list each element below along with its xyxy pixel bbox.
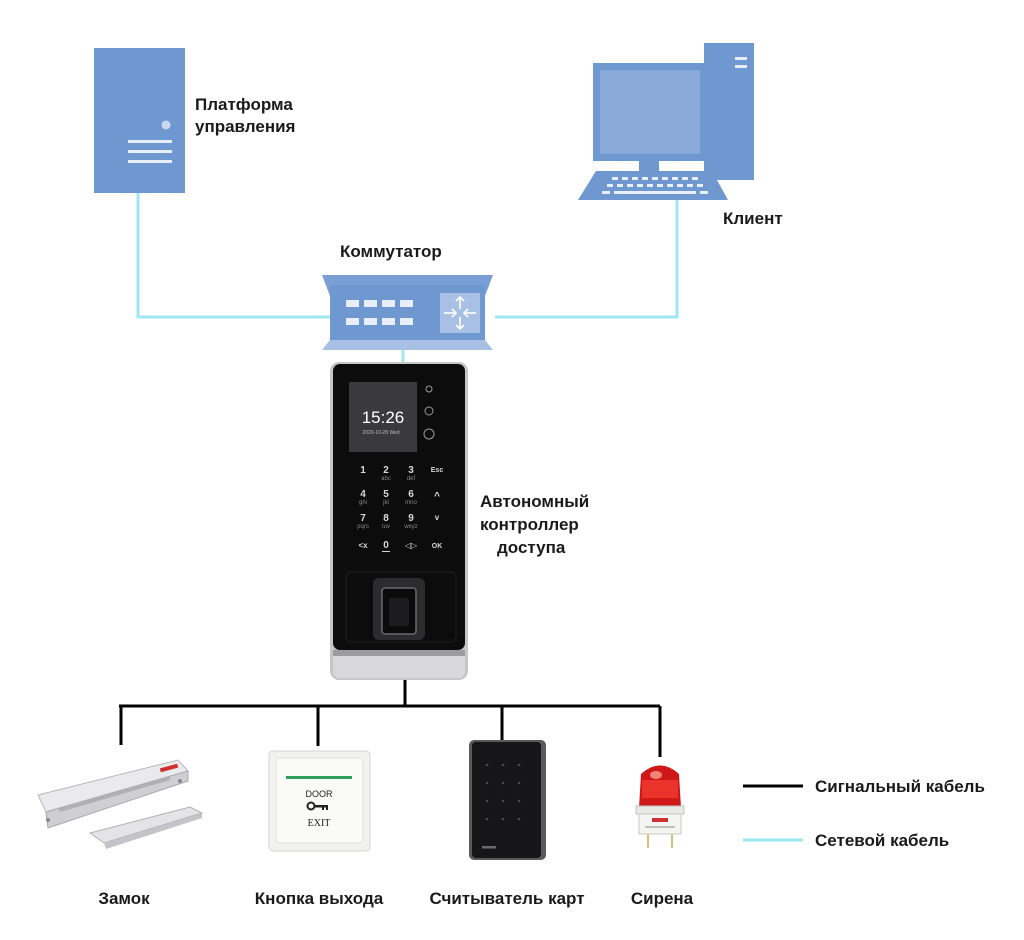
key-5: 5 bbox=[383, 489, 389, 500]
key-7: 7 bbox=[360, 513, 366, 524]
controller-label-line3: доступа bbox=[497, 538, 566, 557]
key-down: v bbox=[435, 513, 440, 522]
key-1: 1 bbox=[360, 465, 366, 476]
key-4-sub: ghi bbox=[359, 500, 367, 506]
key-2: 2 bbox=[383, 465, 389, 476]
platform-label-line1: Платформа bbox=[195, 95, 293, 114]
key-backspace: <x bbox=[358, 541, 368, 550]
device-keypad: 1 2 3 Esc abc def 4 5 6 ^ ghi jkl mno 7 … bbox=[357, 465, 443, 552]
client-label: Клиент bbox=[723, 209, 783, 228]
access-controller-device: 15:26 2020-10-28 Wed 1 2 3 Esc abc def 4… bbox=[330, 362, 468, 680]
key-3-sub: def bbox=[407, 476, 416, 482]
key-9: 9 bbox=[408, 513, 414, 524]
legend: Сигнальный кабель Сетевой кабель bbox=[743, 777, 985, 850]
network-switch-icon bbox=[322, 275, 493, 350]
card-reader-label: Считыватель карт bbox=[429, 889, 584, 908]
key-doorbell: ◁▷ bbox=[404, 541, 418, 550]
siren-label: Сирена bbox=[631, 889, 694, 908]
key-5-sub: jkl bbox=[382, 500, 389, 506]
controller-label-line1: Автономный bbox=[480, 492, 589, 511]
key-8: 8 bbox=[383, 513, 389, 524]
server-icon bbox=[94, 48, 185, 193]
controller-label-line2: контроллер bbox=[480, 515, 579, 534]
siren-image bbox=[635, 765, 685, 848]
card-reader-image bbox=[469, 740, 546, 860]
lock-label: Замок bbox=[98, 889, 150, 908]
exit-button-door-text: DOOR bbox=[306, 789, 334, 799]
key-0: 0 bbox=[383, 540, 389, 551]
switch-label: Коммутатор bbox=[340, 242, 442, 261]
key-2-sub: abc bbox=[381, 476, 391, 482]
network-cables bbox=[136, 193, 679, 362]
key-8-sub: tuv bbox=[382, 524, 390, 530]
legend-network-label: Сетевой кабель bbox=[815, 831, 949, 850]
device-date: 2020-10-28 Wed bbox=[362, 430, 399, 436]
key-up: ^ bbox=[434, 491, 440, 502]
key-9-sub: wxyz bbox=[403, 524, 417, 530]
signal-cables bbox=[119, 678, 662, 757]
exit-button-exit-text: EXIT bbox=[308, 818, 331, 829]
exit-button-image: DOOR EXIT bbox=[268, 750, 371, 852]
magnetic-lock-image bbox=[37, 759, 204, 849]
desktop-computer-icon bbox=[578, 43, 754, 200]
key-ok: OK bbox=[432, 543, 443, 550]
device-time: 15:26 bbox=[362, 408, 405, 427]
key-4: 4 bbox=[360, 489, 366, 500]
cable-server-to-switch bbox=[136, 193, 330, 319]
key-7-sub: pqrs bbox=[357, 524, 369, 530]
platform-label-line2: управления bbox=[195, 117, 295, 136]
key-esc: Esc bbox=[431, 467, 444, 474]
key-6-sub: mno bbox=[405, 500, 417, 506]
key-3: 3 bbox=[408, 465, 414, 476]
cable-client-to-switch bbox=[495, 193, 679, 319]
legend-signal-label: Сигнальный кабель bbox=[815, 777, 985, 796]
device-screen bbox=[349, 382, 417, 452]
exit-button-label: Кнопка выхода bbox=[255, 889, 384, 908]
key-6: 6 bbox=[408, 489, 414, 500]
